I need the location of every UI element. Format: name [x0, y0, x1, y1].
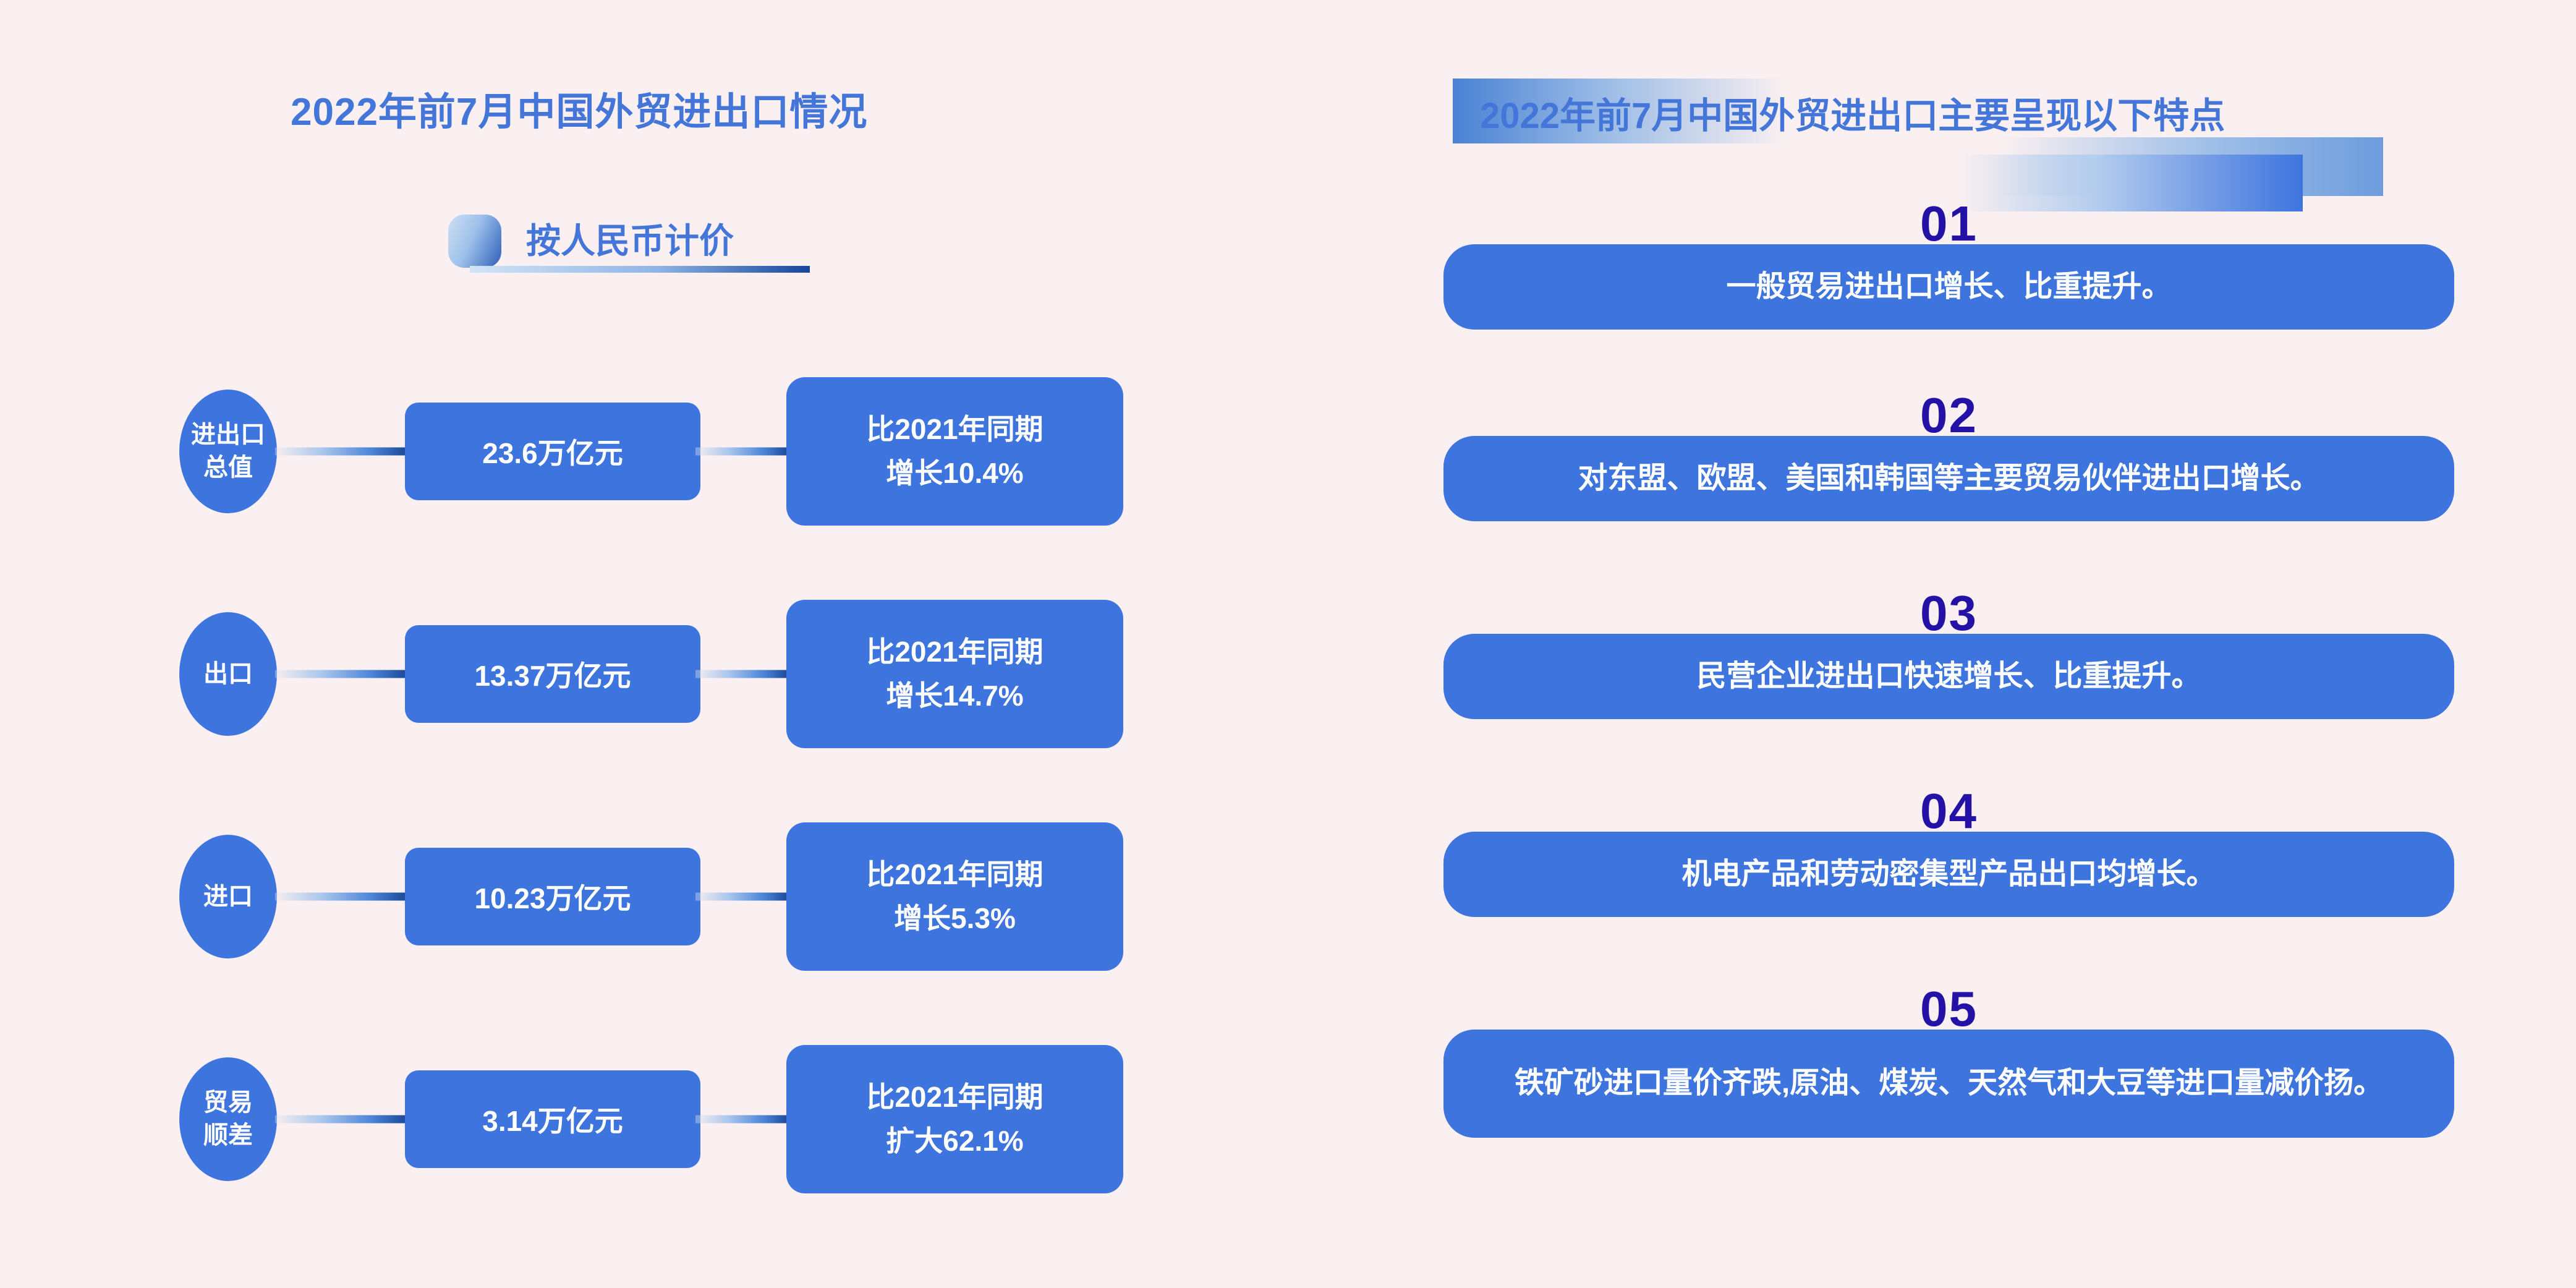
- feature-number: 02: [1920, 388, 1978, 443]
- metric-change-line1: 比2021年同期: [866, 1080, 1044, 1113]
- metric-value-text: 10.23万亿元: [474, 882, 631, 915]
- left-panel: 2022年前7月中国外贸进出口情况 按人民币计价 进出口 总值 23.6万亿元 …: [179, 91, 1123, 1193]
- metric-label-ellipse: 出口: [179, 612, 277, 736]
- feature-pill: 铁矿砂进口量价齐跌,原油、煤炭、天然气和大豆等进口量减价扬。: [1443, 1030, 2454, 1138]
- feature-pill: 对东盟、欧盟、美国和韩国等主要贸易伙伴进出口增长。: [1443, 436, 2454, 521]
- metric-change-line1: 比2021年同期: [866, 635, 1044, 668]
- feature-item: 01 一般贸易进出口增长、比重提升。: [1443, 199, 2454, 330]
- left-panel-title: 2022年前7月中国外贸进出口情况: [291, 91, 868, 134]
- metric-label-line1: 进出口: [191, 421, 265, 449]
- metric-value-box: 10.23万亿元: [405, 848, 700, 945]
- metric-change-line2: 增长10.4%: [886, 457, 1024, 489]
- metric-label-ellipse: 进出口 总值: [179, 390, 277, 513]
- right-panel: 2022年前7月中国外贸进出口主要呈现以下特点 01 一般贸易进出口增长、比重提…: [1329, 0, 2576, 1288]
- metric-value-box: 13.37万亿元: [405, 625, 700, 723]
- feature-number: 01: [1920, 196, 1978, 251]
- currency-basis-row: 按人民币计价: [448, 213, 734, 269]
- metric-value-box: 3.14万亿元: [405, 1070, 700, 1168]
- metric-label-line2: 总值: [203, 454, 253, 481]
- feature-pill: 民营企业进出口快速增长、比重提升。: [1443, 634, 2454, 719]
- metric-change-line2: 增长14.7%: [886, 680, 1024, 712]
- rounded-square-icon: [448, 215, 501, 268]
- metric-label-ellipse: 进口: [179, 835, 277, 958]
- feature-text: 机电产品和劳动密集型产品出口均增长。: [1681, 857, 2216, 890]
- metric-change-box: 比2021年同期 扩大62.1%: [786, 1045, 1123, 1193]
- metric-label-line1: 贸易: [203, 1089, 253, 1117]
- metric-change-box: 比2021年同期 增长10.4%: [786, 377, 1123, 526]
- metric-label-line1: 出口: [203, 660, 253, 688]
- currency-basis-label: 按人民币计价: [526, 221, 734, 260]
- connector-line-left: [275, 1115, 411, 1124]
- metric-value-box: 23.6万亿元: [405, 403, 700, 500]
- metric-change-line2: 增长5.3%: [894, 902, 1016, 934]
- connector-line-left: [275, 670, 411, 678]
- metric-change-box: 比2021年同期 增长5.3%: [786, 822, 1123, 971]
- feature-pill: 一般贸易进出口增长、比重提升。: [1443, 244, 2454, 330]
- metric-change-box: 比2021年同期 增长14.7%: [786, 600, 1123, 748]
- feature-text: 民营企业进出口快速增长、比重提升。: [1696, 659, 2201, 693]
- connector-line-right: [695, 447, 791, 456]
- metric-label-line2: 顺差: [203, 1122, 253, 1149]
- metric-value-text: 13.37万亿元: [474, 660, 631, 692]
- feature-number: 04: [1920, 783, 1978, 838]
- decorative-gradient-block-left: [1453, 79, 1787, 143]
- decorative-gradient-block-bottom-right: [1957, 155, 2303, 211]
- feature-item: 05 铁矿砂进口量价齐跌,原油、煤炭、天然气和大豆等进口量减价扬。: [1443, 984, 2454, 1138]
- feature-text: 铁矿砂进口量价齐跌,原油、煤炭、天然气和大豆等进口量减价扬。: [1514, 1067, 2384, 1100]
- feature-number: 03: [1920, 586, 1978, 641]
- subtitle-underline-divider: [470, 266, 810, 273]
- metric-change-line1: 比2021年同期: [866, 858, 1044, 890]
- feature-text: 一般贸易进出口增长、比重提升。: [1726, 270, 2172, 303]
- feature-item: 04 机电产品和劳动密集型产品出口均增长。: [1443, 787, 2454, 917]
- metric-value-text: 23.6万亿元: [482, 437, 623, 469]
- metric-value-text: 3.14万亿元: [482, 1105, 623, 1137]
- feature-item: 03 民营企业进出口快速增长、比重提升。: [1443, 589, 2454, 719]
- connector-line-right: [695, 892, 791, 901]
- feature-pill: 机电产品和劳动密集型产品出口均增长。: [1443, 832, 2454, 917]
- metric-label-line1: 进口: [203, 882, 253, 910]
- feature-number: 05: [1920, 981, 1978, 1036]
- right-panel-title: 2022年前7月中国外贸进出口主要呈现以下特点: [1480, 96, 2225, 136]
- metric-label-ellipse: 贸易 顺差: [179, 1057, 277, 1181]
- connector-line-left: [275, 447, 411, 456]
- metric-change-line2: 扩大62.1%: [886, 1125, 1024, 1157]
- feature-text: 对东盟、欧盟、美国和韩国等主要贸易伙伴进出口增长。: [1578, 461, 2320, 495]
- connector-line-left: [275, 892, 411, 901]
- connector-line-right: [695, 1115, 791, 1124]
- feature-item: 02 对东盟、欧盟、美国和韩国等主要贸易伙伴进出口增长。: [1443, 391, 2454, 521]
- metric-change-line1: 比2021年同期: [866, 412, 1044, 445]
- connector-line-right: [695, 670, 791, 678]
